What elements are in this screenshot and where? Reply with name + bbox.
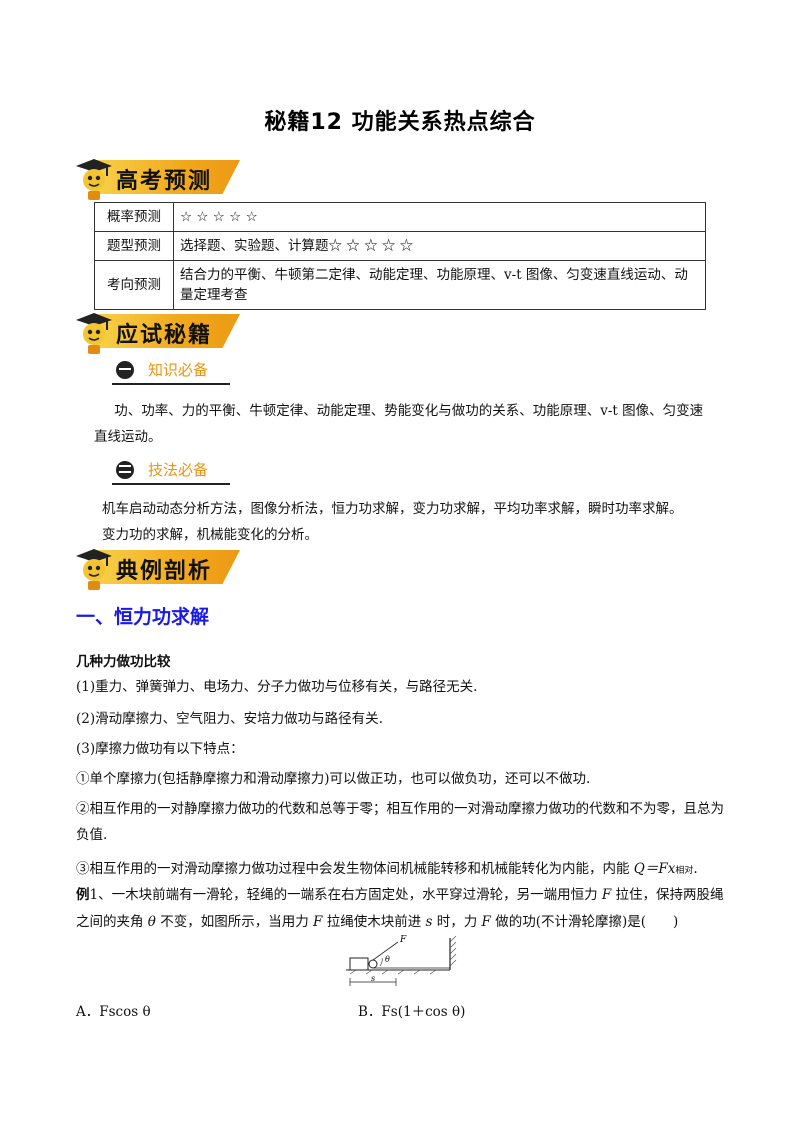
- section-banner-examples: 典例剖析: [70, 546, 260, 592]
- body-text: .: [693, 861, 698, 877]
- body-line: ②相互作用的一对静摩擦力做功的代数和总等于零；相互作用的一对滑动摩擦力做功的代数…: [76, 801, 724, 843]
- banner-label: 高考预测: [116, 169, 213, 194]
- page-title: 秘籍12 功能关系热点综合: [264, 110, 536, 135]
- option-b: B．Fs(1＋cos θ): [358, 1004, 466, 1020]
- section-heading: 一、恒力功求解: [76, 606, 210, 628]
- subsection-label: 技法必备: [148, 461, 209, 479]
- body-line: (1)重力、弹簧弹力、电场力、分子力做功与位移有关，与路径无关.: [76, 679, 478, 695]
- table-row: 题型预测 选择题、实验题、计算题☆ ☆ ☆ ☆ ☆: [94, 231, 706, 261]
- question-text: 做的功(不计滑轮摩擦)是( ): [490, 914, 679, 930]
- symbol: F: [481, 914, 491, 930]
- mascot-graduate-icon: [76, 549, 112, 590]
- symbol: θ: [147, 914, 156, 930]
- body-line: ③相互作用的一对滑动摩擦力做功过程中会发生物体间机械能转移和机械能转化为内能，内…: [76, 856, 726, 884]
- example-label: 例: [76, 887, 90, 903]
- figure-label-displacement: s: [371, 974, 375, 983]
- skills-line-2: 变力功的求解，机械能变化的分析。: [102, 527, 318, 543]
- table-key: 题型预测: [94, 231, 174, 261]
- example-1-question: 例1、一木块前端有一滑轮，轻绳的一端系在右方固定处，水平穿过滑轮，另一端用恒力 …: [76, 882, 726, 936]
- option-a: A．Fscos θ: [76, 1004, 151, 1020]
- dot-mark: [119, 368, 131, 370]
- numbered-dot-icon: [116, 461, 134, 479]
- mascot-graduate-icon: [76, 159, 112, 200]
- subsection-skills: 技法必备: [112, 456, 232, 486]
- table-value: 选择题、实验题、计算题☆ ☆ ☆ ☆ ☆: [173, 231, 706, 261]
- body-line: (2)滑动摩擦力、空气阻力、安培力做功与路径有关.: [76, 711, 383, 727]
- question-text: 1、一木块前端有一滑轮，轻绳的一端系在右方固定处，水平穿过滑轮，另一端用恒力: [89, 887, 602, 903]
- sub-heading: 几种力做功比较: [76, 654, 171, 670]
- symbol: s: [425, 914, 433, 930]
- formula: Q＝Fx: [633, 861, 676, 877]
- knowledge-text: 功、功率、力的平衡、牛顿定律、动能定理、势能变化与做功的关系、功能原理、v-t …: [94, 403, 704, 445]
- figure-label-force: F: [399, 935, 407, 945]
- symbol: F: [313, 914, 323, 930]
- subsection-label: 知识必备: [148, 361, 209, 379]
- question-text: 不变，如图所示，当用力: [155, 914, 314, 930]
- table-key: 考向预测: [94, 260, 174, 310]
- divider: [112, 483, 230, 485]
- question-text: 拉绳使木块前进: [322, 914, 426, 930]
- banner-label: 应试秘籍: [116, 323, 213, 348]
- table-row: 概率预测 ☆ ☆ ☆ ☆ ☆: [94, 202, 706, 232]
- symbol: F: [601, 887, 612, 903]
- divider: [112, 383, 230, 385]
- banner-bar: [94, 550, 240, 584]
- body-text: ③相互作用的一对滑动摩擦力做功过程中会发生物体间机械能转移和机械能转化为内能，内…: [76, 861, 634, 877]
- table-key: 概率预测: [94, 202, 174, 232]
- section-banner-forecast: 高考预测: [70, 156, 260, 202]
- dot-mark: [119, 465, 131, 467]
- banner-bar: [94, 160, 240, 194]
- table-value: ☆ ☆ ☆ ☆ ☆: [173, 202, 706, 232]
- prediction-table: 概率预测 ☆ ☆ ☆ ☆ ☆ 题型预测 选择题、实验题、计算题☆ ☆ ☆ ☆ ☆…: [94, 202, 706, 310]
- banner-bar: [94, 314, 240, 348]
- subsection-knowledge: 知识必备: [112, 356, 232, 386]
- table-row: 考向预测 结合力的平衡、牛顿第二定律、动能定理、功能原理、v-t 图像、匀变速直…: [94, 260, 706, 310]
- pulley-block-figure: F θ s: [346, 935, 457, 986]
- question-text: 时，力: [432, 914, 482, 930]
- numbered-dot-icon: [116, 361, 134, 379]
- table-value: 结合力的平衡、牛顿第二定律、动能定理、功能原理、v-t 图像、匀变速直线运动、动…: [173, 260, 706, 310]
- dot-mark: [119, 471, 131, 473]
- banner-label: 典例剖析: [116, 559, 213, 584]
- mascot-graduate-icon: [76, 313, 112, 354]
- body-line: ①单个摩擦力(包括静摩擦力和滑动摩擦力)可以做正功，也可以做负功，还可以不做功.: [76, 771, 591, 787]
- figure-label-angle: θ: [385, 955, 390, 964]
- section-banner-secrets: 应试秘籍: [70, 310, 260, 356]
- skills-line-1: 机车启动动态分析方法，图像分析法，恒力功求解，变力功求解，平均功率求解，瞬时功率…: [102, 501, 683, 517]
- body-line: (3)摩擦力做功有以下特点：: [76, 741, 244, 757]
- question-text: 拉住，保持两股绳之间的夹角: [76, 887, 724, 930]
- formula-subscript: 相对: [675, 866, 694, 876]
